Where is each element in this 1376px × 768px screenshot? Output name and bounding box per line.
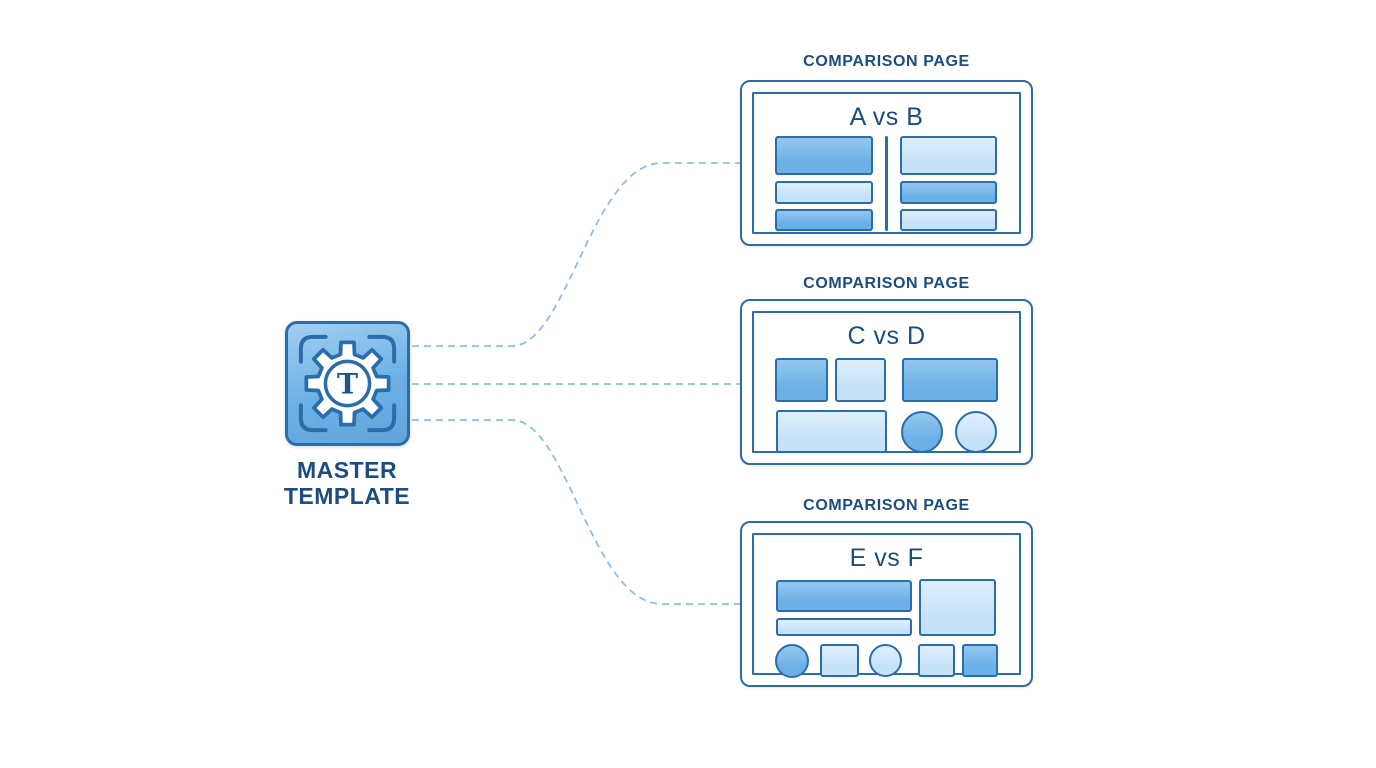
placeholder-rect [775, 181, 873, 204]
placeholder-rect [776, 580, 912, 612]
corner-brackets-icon [298, 334, 397, 433]
placeholder-rect [776, 410, 887, 453]
placeholder-rect [919, 579, 996, 636]
placeholder-rect [962, 644, 998, 677]
template-gear-icon: T [298, 334, 397, 433]
page-title-1: A vs B [849, 103, 924, 131]
page-header-1: COMPARISON PAGE [803, 53, 970, 70]
placeholder-rect [775, 136, 873, 175]
placeholder-rect [900, 209, 997, 231]
placeholder-circle [869, 644, 902, 677]
placeholder-rect [902, 358, 998, 402]
template-letter: T [337, 366, 358, 400]
placeholder-rect [900, 136, 997, 175]
placeholder-rect [900, 181, 997, 204]
connector-top [412, 162, 740, 347]
placeholder-circle [901, 411, 943, 453]
gear-icon: T [304, 340, 391, 427]
connector-bottom [412, 419, 740, 605]
placeholder-rect [775, 209, 873, 231]
column-divider [885, 136, 888, 231]
page-title-3: E vs F [849, 544, 924, 572]
comparison-page-card-2: C vs D [740, 299, 1033, 465]
page-frame [752, 311, 1021, 453]
comparison-page-card-3: E vs F [740, 521, 1033, 687]
placeholder-circle [955, 411, 997, 453]
placeholder-rect [776, 618, 912, 636]
page-title-2: C vs D [847, 322, 926, 350]
page-frame [752, 92, 1021, 234]
master-template-label-line2: TEMPLATE [283, 483, 411, 509]
placeholder-circle [775, 644, 809, 678]
placeholder-rect [835, 358, 886, 402]
page-header-2: COMPARISON PAGE [803, 275, 970, 292]
master-template-node: T [285, 321, 410, 446]
master-template-label: MASTER TEMPLATE [247, 457, 447, 509]
placeholder-rect [820, 644, 859, 677]
comparison-page-card-1: A vs B [740, 80, 1033, 246]
placeholder-rect [918, 644, 955, 677]
placeholder-rect [775, 358, 828, 402]
page-header-3: COMPARISON PAGE [803, 497, 970, 514]
master-template-label-line1: MASTER [296, 457, 398, 483]
